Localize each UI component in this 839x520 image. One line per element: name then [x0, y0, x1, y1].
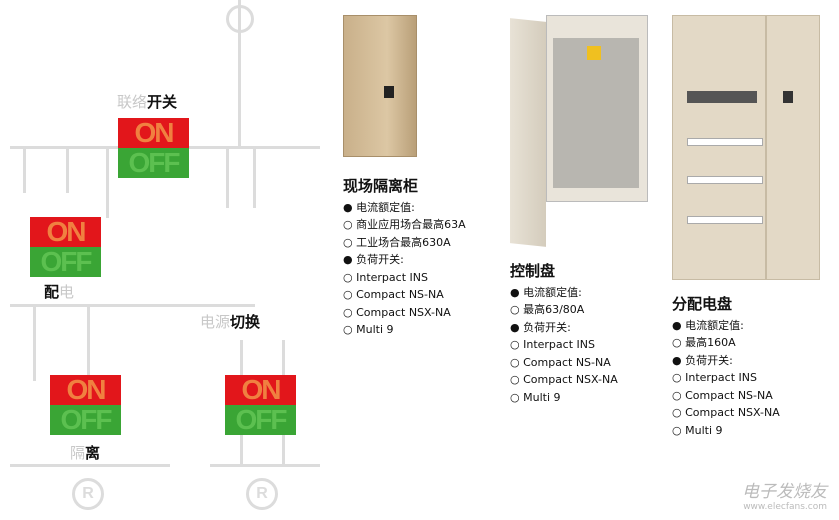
- control-panel-image: [510, 15, 648, 247]
- motor-symbol: R: [246, 478, 278, 510]
- off-label: OFF: [50, 405, 121, 435]
- list-item: ○ Multi 9: [510, 390, 561, 404]
- isolation-label: 隔离: [70, 444, 101, 462]
- list-item: ○ 工业场合最高630A: [343, 235, 451, 249]
- panel-title: 分配电盘: [672, 295, 733, 313]
- off-label: OFF: [30, 247, 101, 277]
- list-item: ○ Multi 9: [343, 323, 394, 336]
- list-item: ○ Interpact INS: [510, 338, 595, 351]
- list-item: ● 负荷开关:: [343, 253, 404, 266]
- watermark-text: 电子发烧友: [742, 482, 827, 502]
- on-label: ON: [225, 375, 296, 405]
- list-item: ○ Interpact INS: [672, 371, 757, 384]
- panel-title: 控制盘: [510, 262, 556, 280]
- tie-switch-label: 联络开关: [117, 93, 178, 111]
- off-label: OFF: [118, 148, 189, 178]
- list-item: ○ 商业应用场合最高63A: [343, 218, 466, 231]
- panel-title: 现场隔离柜: [343, 177, 419, 195]
- panel-field-isolation: 现场隔离柜 ● 电流额定值: ○ 商业应用场合最高63A ○ 工业场合最高630…: [343, 177, 466, 339]
- list-item: ○ Compact NSX-NA: [510, 373, 618, 386]
- list-item: ● 电流额定值:: [343, 200, 415, 214]
- list-item: ● 电流额定值:: [672, 318, 744, 332]
- field-isolation-cabinet-image: [343, 15, 417, 157]
- list-item: ○ 最高160A: [672, 336, 736, 349]
- on-label: ON: [50, 375, 121, 405]
- list-item: ○ Compact NS-NA: [672, 388, 773, 402]
- panel-control: 控制盘 ● 电流额定值: ○ 最高63/80A ● 负荷开关: ○ Interp…: [510, 262, 618, 406]
- motor-symbol: R: [72, 478, 104, 510]
- transformer-symbol: [226, 5, 254, 33]
- on-label: ON: [118, 118, 189, 148]
- list-item: ● 电流额定值:: [510, 285, 582, 299]
- source-transfer-label: 电源切换: [200, 313, 261, 331]
- off-label: OFF: [225, 405, 296, 435]
- list-item: ● 负荷开关:: [510, 320, 571, 334]
- on-label: ON: [30, 217, 101, 247]
- panel-distribution-board: 分配电盘 ● 电流额定值: ○ 最高160A ● 负荷开关: ○ Interpa…: [672, 295, 780, 439]
- list-item: ○ Compact NSX-NA: [672, 406, 780, 419]
- watermark-url: www.elecfans.com: [743, 502, 827, 512]
- list-item: ○ 最高63/80A: [510, 303, 585, 316]
- distribution-label: 配电: [44, 283, 75, 301]
- list-item: ○ Multi 9: [672, 423, 723, 437]
- list-item: ○ Compact NS-NA: [343, 288, 444, 301]
- list-item: ○ Compact NS-NA: [510, 355, 611, 369]
- list-item: ○ Compact NSX-NA: [343, 305, 451, 319]
- watermark: 电子发烧友 www.elecfans.com: [742, 477, 827, 512]
- list-item: ● 负荷开关:: [672, 353, 733, 367]
- list-item: ○ Interpact INS: [343, 270, 428, 284]
- distribution-board-image: [672, 15, 820, 280]
